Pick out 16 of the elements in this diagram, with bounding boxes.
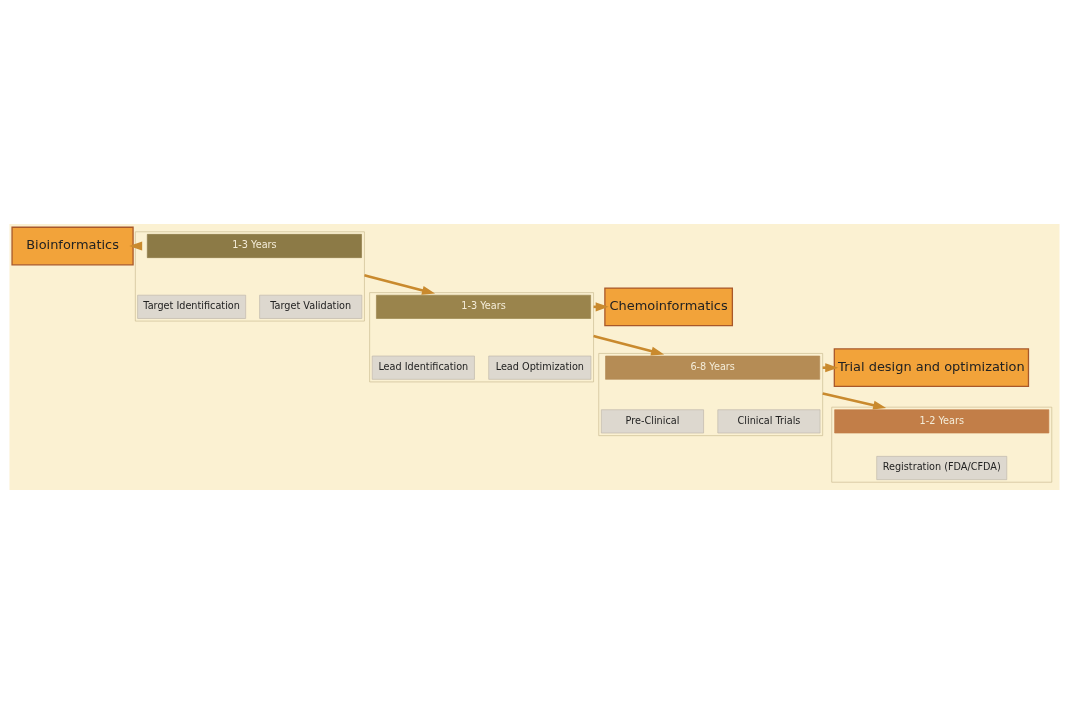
node-box: Lead Identification [371,355,475,380]
arrow [364,274,436,295]
node-box: Trial design and optimization [833,348,1030,388]
node-box: 1-3 Years [147,234,362,258]
node-box: Chemoinformatics [604,287,734,327]
arrow [822,392,887,410]
node-box: Pre-Clinical [601,409,704,434]
node-box: 1-3 Years [376,294,591,319]
node-box: Target Identification [137,294,246,319]
arrow [593,334,665,356]
node-box: 6-8 Years [605,355,821,380]
node-box: Target Validation [259,294,363,319]
node-box: Lead Optimization [488,355,592,380]
node-box: 1-2 Years [834,409,1050,434]
node-box: Clinical Trials [717,409,821,434]
node-box: Registration (FDA/CFDA) [876,456,1008,480]
